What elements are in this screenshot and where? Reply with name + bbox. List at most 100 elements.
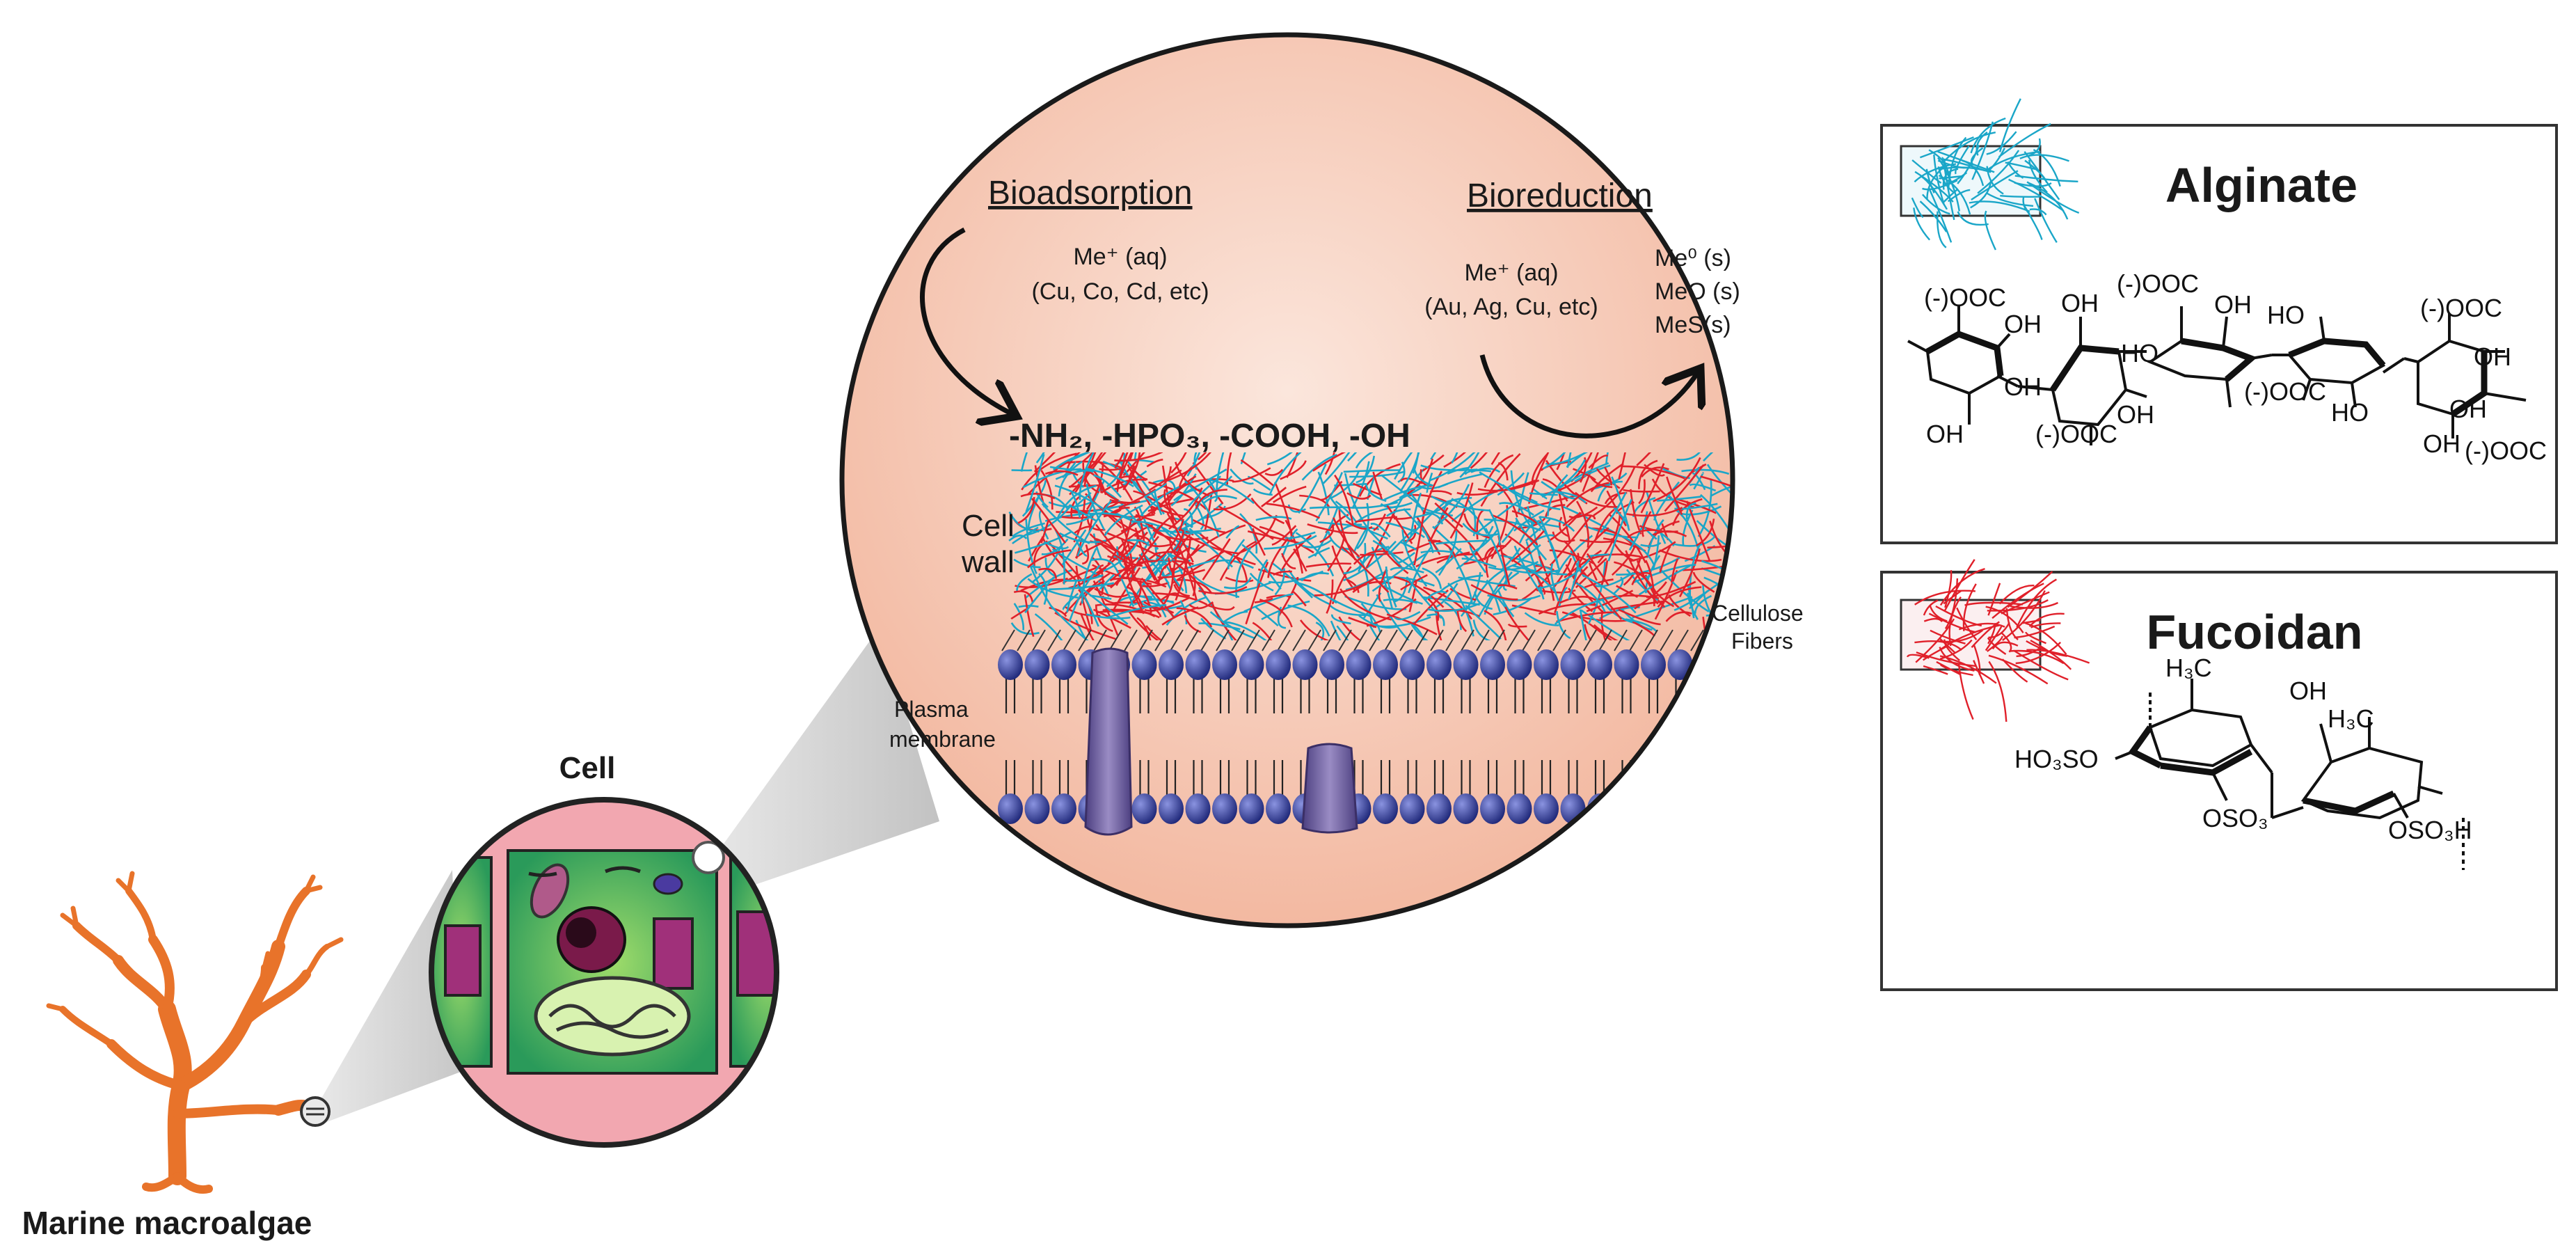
fiber-strand	[1540, 460, 1571, 471]
fiber-strand	[1163, 452, 1216, 483]
fiber-strand	[1433, 484, 1470, 529]
fiber-strand	[1621, 465, 1685, 480]
fiber-strand	[1660, 532, 1675, 547]
fiber-strand	[1507, 623, 1527, 628]
fiber-strand	[2027, 138, 2041, 157]
fiber-strand	[1288, 569, 1330, 606]
fiber-strand	[1645, 560, 1655, 607]
svg-text:HO: HO	[2267, 301, 2305, 329]
fiber-strand	[1281, 553, 1296, 569]
lipid-head	[1212, 793, 1237, 824]
fiber-strand	[1193, 452, 1202, 470]
fiber-strand	[1175, 536, 1192, 601]
fiber-strand	[1659, 545, 1671, 573]
macroalgae-illustration	[46, 871, 344, 1194]
fiber-strand	[1330, 620, 1350, 640]
lipid-head	[1266, 649, 1291, 680]
fiber-strand	[1225, 576, 1254, 583]
fiber-strand	[1079, 580, 1105, 606]
lipid-head	[1426, 793, 1452, 824]
fiber-strand	[1347, 452, 1383, 462]
fiber-strand	[1116, 452, 1129, 493]
fiber-strand	[1657, 496, 1701, 502]
fiber-strand	[1020, 452, 1049, 472]
svg-text:OH: OH	[1926, 420, 1964, 448]
fiber-strand	[1348, 617, 1377, 628]
fiber-strand	[1227, 539, 1246, 570]
fiber-strand	[1700, 493, 1730, 530]
fiber-strand	[1998, 584, 2035, 605]
fiber-strand	[1056, 511, 1088, 514]
fiber-strand	[1068, 564, 1101, 622]
fiber-strand	[1315, 622, 1325, 640]
fiber-strand	[1157, 569, 1205, 578]
fiber-strand	[1360, 551, 1404, 556]
fiber-strand	[1168, 487, 1203, 530]
fiber-strand	[1600, 491, 1627, 533]
fucoidan-panel: Fucoidan H₃C OH H₃C HO₃SO OSO₃	[1880, 559, 2558, 991]
lipid-head	[1131, 793, 1157, 824]
fiber-strand	[1207, 478, 1218, 503]
fiber-strand	[1355, 455, 1376, 484]
fiber-strand	[1542, 478, 1568, 502]
fiber-strand	[2026, 649, 2090, 664]
fiber-strand	[1115, 561, 1142, 586]
fiber-strand	[1574, 464, 1611, 482]
fiber-strand	[1372, 539, 1413, 569]
fiber-strand	[1627, 529, 1656, 539]
fiber-strand	[1072, 491, 1092, 509]
fiber-strand	[1299, 619, 1333, 640]
fiber-strand	[1399, 541, 1417, 551]
fiber-strand	[1593, 466, 1636, 516]
fiber-strand	[1539, 555, 1555, 601]
fiber-strand	[1213, 493, 1252, 511]
fiber-strand	[1110, 557, 1139, 582]
fiber-strand	[1081, 548, 1097, 604]
fiber-strand	[1497, 584, 1518, 590]
lipid-head	[1159, 793, 1184, 824]
fiber-strand	[1525, 541, 1545, 600]
fiber-strand	[1985, 626, 2003, 651]
fiber-strand	[1958, 622, 2005, 631]
fiber-strand	[1998, 122, 2051, 158]
svg-text:OH: OH	[2214, 290, 2252, 319]
lipid-head	[1131, 649, 1157, 680]
fiber-strand	[1938, 166, 1991, 173]
fiber-strand	[1080, 612, 1111, 640]
lipid-head	[998, 649, 1023, 680]
fiber-strand	[1488, 560, 1539, 571]
lipid-head	[1426, 649, 1452, 680]
fiber-strand	[1099, 574, 1115, 591]
fiber-strand	[1985, 191, 2034, 207]
lipid-head	[1480, 649, 1505, 680]
fiber-strand	[1090, 558, 1115, 566]
fiber-strand	[1041, 536, 1077, 581]
fiber-strand	[1973, 644, 1981, 676]
fiber-strand	[1054, 529, 1065, 585]
fiber-strand	[1921, 193, 1950, 215]
fiber-strand	[1955, 145, 1970, 175]
fiber-strand	[1379, 616, 1431, 628]
fiber-strand	[1273, 570, 1292, 576]
fiber-strand	[1168, 537, 1186, 560]
fiber-strand	[1157, 564, 1168, 586]
fiber-strand	[1268, 570, 1323, 584]
fiber-strand	[1307, 546, 1330, 559]
fiber-strand	[1911, 197, 1924, 219]
fiber-strand	[1341, 545, 1390, 593]
fiber-strand	[1589, 562, 1598, 581]
fiber-strand	[1352, 482, 1383, 496]
svg-text:H₃C: H₃C	[2328, 704, 2374, 733]
fiber-strand	[1129, 452, 1147, 460]
fiber-strand	[1586, 553, 1609, 558]
fiber-strand	[1502, 484, 1561, 511]
fiber-strand	[1941, 157, 1951, 177]
fiber-strand	[1913, 207, 1930, 241]
fiber-strand	[1456, 490, 1498, 496]
lipid-head	[998, 793, 1023, 824]
alginate-structure	[1907, 306, 2527, 445]
fiber-strand	[1099, 484, 1119, 502]
fiber-strand	[1335, 500, 1358, 523]
fiber-strand	[1150, 505, 1185, 517]
fiber-strand	[1148, 469, 1182, 491]
